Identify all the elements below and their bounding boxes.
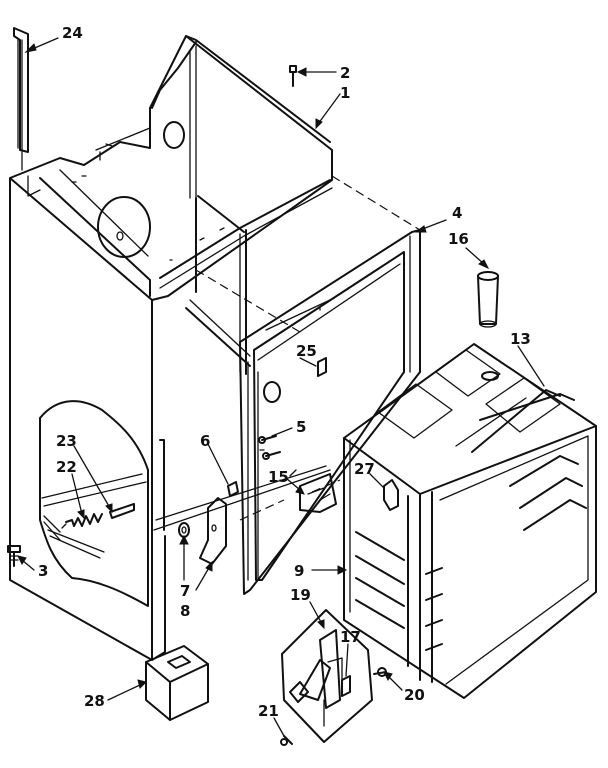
part-13-oven-cavity xyxy=(343,343,597,699)
part-28-block xyxy=(145,645,209,721)
part-5-screws xyxy=(258,435,281,460)
cabinet-body xyxy=(9,35,333,661)
part-3-screw xyxy=(7,545,21,567)
callout-15: 15 xyxy=(268,468,289,486)
callout-23: 23 xyxy=(56,432,77,450)
callout-1: 1 xyxy=(340,84,350,102)
callout-24: 24 xyxy=(62,24,83,42)
part-16-tube xyxy=(477,271,499,328)
part-17-clip xyxy=(341,675,351,697)
part-4-front-frame xyxy=(239,229,421,595)
cutaway-panel xyxy=(39,400,149,607)
callout-22: 22 xyxy=(56,458,77,476)
part-24-bracket xyxy=(13,27,29,171)
part-22-spring xyxy=(61,513,103,529)
part-2-screw xyxy=(289,65,297,87)
callout-17: 17 xyxy=(340,628,361,646)
part-8-bracket xyxy=(199,497,227,565)
assembly-lines xyxy=(195,175,421,521)
callout-9: 9 xyxy=(294,562,304,580)
callout-labels: 24 2 1 4 16 13 25 5 6 23 22 27 15 3 9 7 … xyxy=(38,24,531,720)
part-6-pin xyxy=(227,481,239,497)
callout-7: 7 xyxy=(180,582,190,600)
part-21-screw xyxy=(280,735,293,746)
callout-13: 13 xyxy=(510,330,531,348)
part-15-hinge-bracket xyxy=(299,473,337,513)
callout-5: 5 xyxy=(296,418,306,436)
part-23-rod xyxy=(109,503,135,519)
part-19-burner-assembly xyxy=(281,609,373,743)
part-25-clip xyxy=(317,357,327,377)
callout-16: 16 xyxy=(448,230,469,248)
callout-2: 2 xyxy=(340,64,350,82)
callout-20: 20 xyxy=(404,686,425,704)
callout-21: 21 xyxy=(258,702,279,720)
callout-8: 8 xyxy=(180,602,190,620)
callout-25: 25 xyxy=(296,342,317,360)
part-27-bracket xyxy=(383,479,399,511)
callout-27: 27 xyxy=(354,460,375,478)
callout-3: 3 xyxy=(38,562,48,580)
callout-28: 28 xyxy=(84,692,105,710)
leader-lines xyxy=(17,37,545,737)
callout-19: 19 xyxy=(290,586,311,604)
callout-6: 6 xyxy=(200,432,210,450)
callout-4: 4 xyxy=(452,204,462,222)
